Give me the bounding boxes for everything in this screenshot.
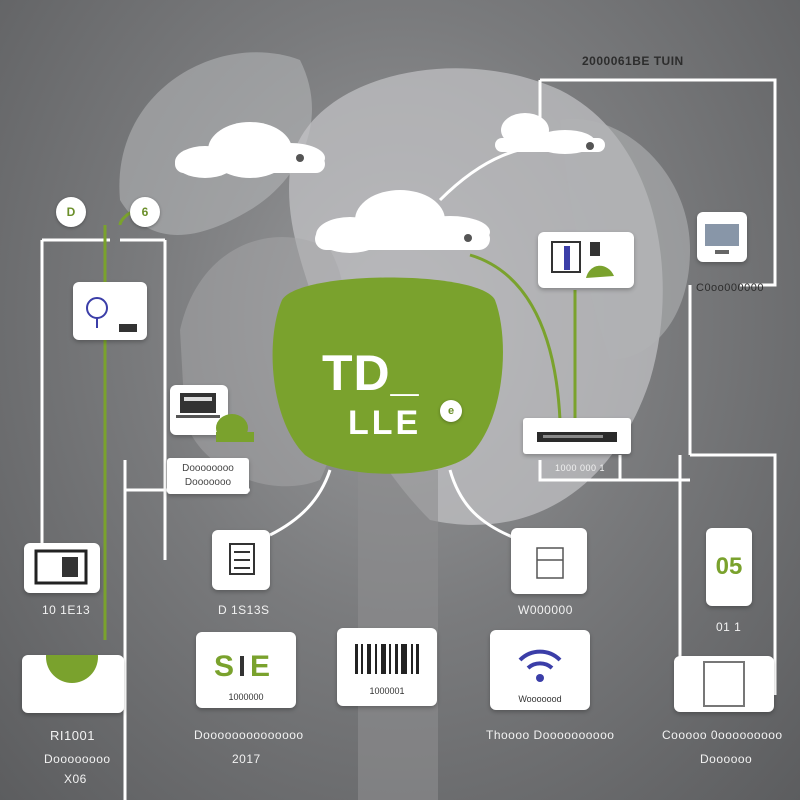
screen-card[interactable]: [24, 543, 100, 593]
bottom-center1-label: Doooooooooooooo: [194, 728, 304, 742]
monitor-caption: C0oo000000: [696, 282, 765, 294]
left-screen-label: 10 1E13: [42, 603, 91, 617]
bottom-center2-label: Thoooo Doooooooooo: [486, 728, 615, 742]
wifi-icon: [518, 649, 562, 682]
bottom-right-label: Cooooo 0ooooooooo: [662, 728, 783, 742]
router-caption: 1000 000 1: [555, 463, 606, 473]
right-small-label: 01 1: [716, 620, 742, 634]
file-card[interactable]: [511, 528, 587, 594]
cloud-icon-top-right: [495, 113, 605, 154]
monitor-icon: [705, 224, 739, 254]
device-icon: [703, 661, 745, 707]
document-card[interactable]: [212, 530, 270, 590]
barcode-caption: 1000001: [369, 686, 405, 696]
bottom-right-sub: Doooooo: [700, 752, 753, 766]
os-card[interactable]: 05: [706, 528, 752, 606]
bottom-left-title: RI1001: [50, 728, 95, 743]
wifi-caption: Wooooood: [518, 694, 562, 704]
mid-left-label-box: Doooooooo Dooooooo: [167, 458, 249, 494]
wifi-card[interactable]: Wooooood: [490, 630, 590, 710]
top-right-label: 2000061BE TUIN: [582, 54, 684, 68]
cloud-icon-top-left: [175, 122, 325, 178]
green-sphere-icon: [46, 631, 98, 683]
barcode-icon: [355, 644, 419, 674]
file-icon: [536, 547, 564, 579]
circle-badge-icon[interactable]: D: [56, 197, 86, 227]
center-left-doc-label: D 1S13S: [218, 603, 270, 617]
hub-subtitle: LLE: [348, 404, 422, 442]
center-right-doc-label: W000000: [518, 603, 573, 617]
circle-badge-icon[interactable]: 6: [130, 197, 160, 227]
bottom-left-sub1: Doooooooo: [44, 752, 111, 766]
hub-title: TD_: [322, 345, 420, 401]
mid-left-label: Doooooooo Dooooooo: [182, 463, 234, 488]
monitor-card[interactable]: [697, 212, 747, 262]
green-card-caption: 1000000: [228, 692, 264, 702]
magnifier-icon: [86, 297, 137, 332]
device-card[interactable]: [674, 656, 774, 712]
search-card[interactable]: [73, 282, 147, 340]
green-node-card[interactable]: [22, 631, 124, 713]
screen-icon: [34, 549, 88, 585]
router-icon: [537, 432, 617, 442]
bottom-left-sub2: X06: [64, 772, 87, 786]
laptop-icon: [176, 393, 220, 418]
svg-text:S: S: [214, 650, 234, 683]
chart-image-icon: [551, 241, 614, 278]
svg-text:E: E: [250, 650, 270, 683]
barcode-card[interactable]: 1000001: [337, 628, 437, 706]
os-label: 05: [715, 553, 743, 580]
document-icon: [229, 543, 255, 575]
router-card[interactable]: [523, 418, 631, 454]
bottom-center1-sub: 2017: [232, 752, 261, 766]
hub-badge: e: [440, 400, 462, 422]
logo-icon: S E: [214, 650, 270, 683]
image-card[interactable]: [538, 232, 634, 288]
barcode-card-left[interactable]: S E 1000000: [196, 632, 296, 708]
